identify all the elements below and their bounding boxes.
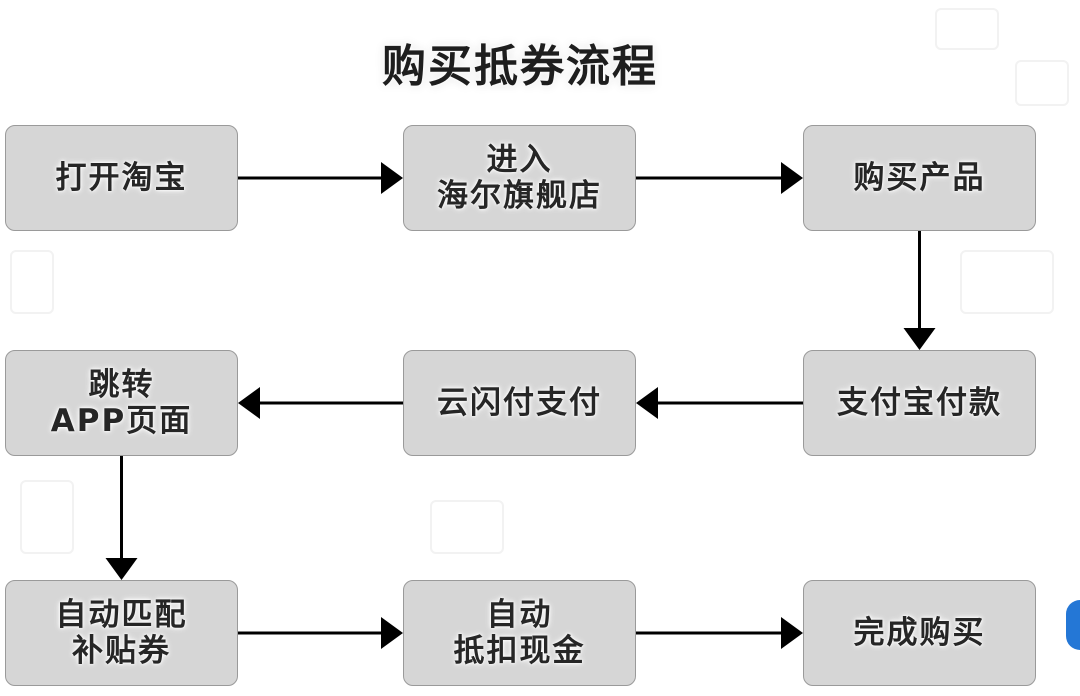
corner-badge (1066, 600, 1080, 650)
node-open-taobao: 打开淘宝 (5, 125, 238, 231)
node-label-line: 自动 (486, 597, 553, 633)
background-decoration (20, 480, 74, 554)
node-label-line: 抵扣现金 (453, 633, 586, 669)
node-label-line: 进入 (486, 142, 553, 178)
background-decoration (960, 250, 1054, 314)
node-label-line: 自动匹配 (55, 597, 188, 633)
node-label-line: 支付宝付款 (837, 385, 1002, 421)
node-label-line: 购买产品 (853, 160, 986, 196)
node-auto-deduct-cash: 自动抵扣现金 (403, 580, 636, 686)
arrowhead-auto-deduct-cash-to-complete-purchase (781, 617, 803, 649)
node-label-line: APP页面 (50, 403, 193, 439)
arrowhead-enter-haier-store-to-buy-product (781, 162, 803, 194)
node-label-line: 云闪付支付 (437, 385, 602, 421)
node-auto-match-coupon: 自动匹配补贴券 (5, 580, 238, 686)
node-label-line: 补贴券 (72, 633, 171, 669)
diagram-title: 购买抵券流程 (382, 41, 658, 92)
arrowhead-jump-app-page-to-auto-match-coupon (105, 558, 138, 580)
node-complete-purchase: 完成购买 (803, 580, 1036, 686)
node-label-line: 海尔旗舰店 (437, 178, 602, 214)
background-decoration (935, 8, 999, 50)
node-alipay-payment: 支付宝付款 (803, 350, 1036, 456)
arrowhead-open-taobao-to-enter-haier-store (381, 162, 403, 194)
node-buy-product: 购买产品 (803, 125, 1036, 231)
node-label-line: 打开淘宝 (55, 160, 188, 196)
node-enter-haier-store: 进入海尔旗舰店 (403, 125, 636, 231)
node-label-line: 跳转 (88, 367, 155, 403)
arrowhead-buy-product-to-alipay-payment (903, 328, 936, 350)
arrowhead-alipay-payment-to-cloud-quickpass (636, 387, 658, 419)
arrowhead-cloud-quickpass-to-jump-app-page (238, 387, 260, 419)
background-decoration (430, 500, 504, 554)
arrowhead-auto-match-coupon-to-auto-deduct-cash (381, 617, 403, 649)
node-cloud-quickpass: 云闪付支付 (403, 350, 636, 456)
node-label-line: 完成购买 (853, 615, 986, 651)
background-decoration (1015, 60, 1069, 106)
background-decoration (10, 250, 54, 314)
